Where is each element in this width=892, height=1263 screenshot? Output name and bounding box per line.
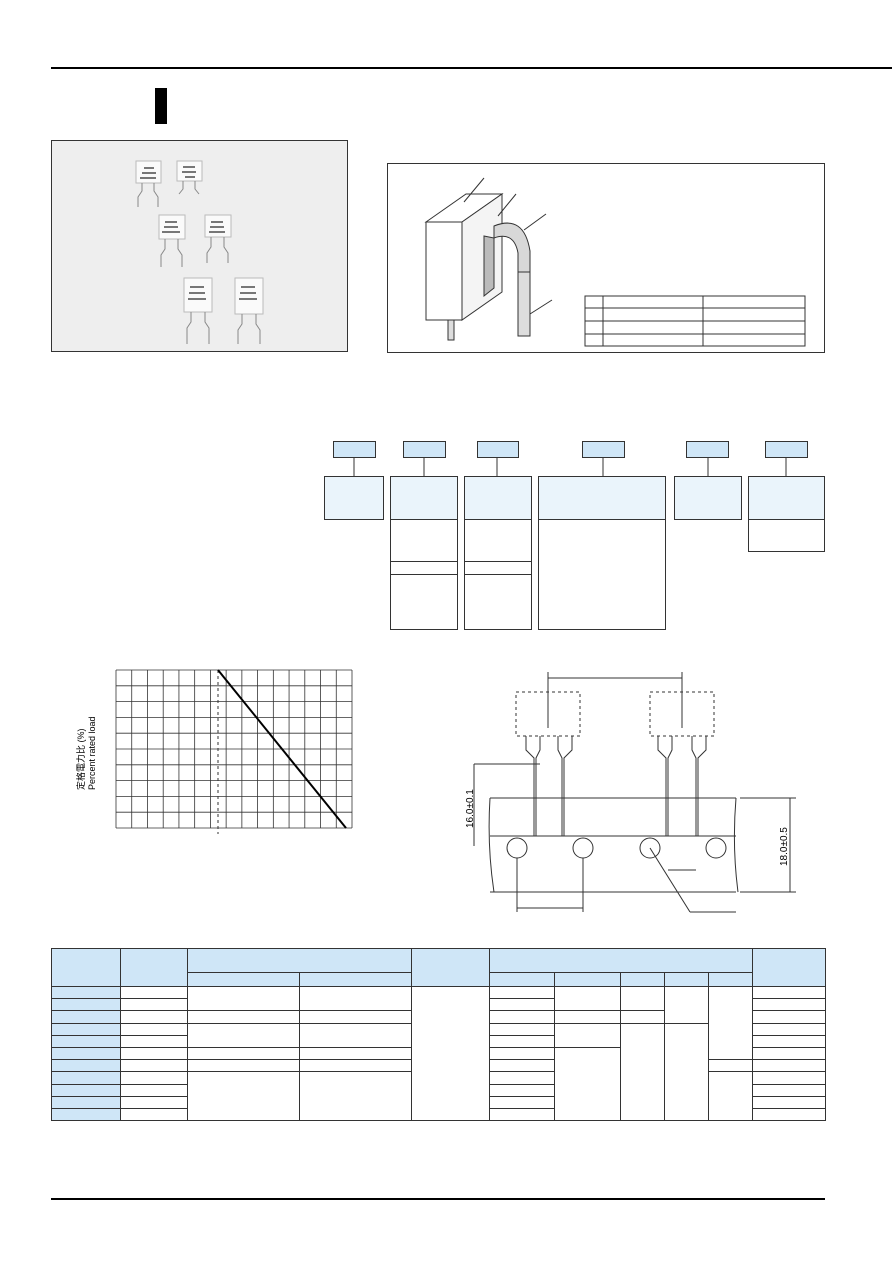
part-number-connectors [353,458,787,476]
code-box-4-body [538,519,666,630]
tape-height-dimension: 16.0±0.1 [465,789,476,828]
footer-rule [51,1198,825,1200]
code-tag-2 [403,441,446,458]
spec-header-6 [752,948,827,987]
taping-drawing [473,672,796,913]
spec-header-3 [187,948,412,973]
code-box-2-head [390,476,458,520]
spec-table [51,948,827,1122]
code-box-5 [674,476,742,520]
spec-header-5 [488,948,754,973]
derating-ylabel-cn: 定格電力比 (%) [76,728,86,791]
code-tag-4 [582,441,625,458]
code-box-6-body [748,519,825,552]
resistor-photo-illustration [135,160,264,344]
header-rule [51,67,892,69]
derating-grid [115,669,353,834]
title-marker [155,88,167,124]
code-box-6-head [748,476,825,520]
code-tag-5 [686,441,729,458]
code-box-3-head [464,476,532,520]
product-photo [51,140,348,352]
construction-diagram [387,163,825,353]
spec-header-1 [51,948,121,987]
construction-drawing [424,177,806,347]
derating-ylabel-en: Percent rated load [87,716,97,790]
spec-header-2 [120,948,188,987]
code-tag-3 [477,441,519,458]
code-box-1 [324,476,384,520]
spec-header-4 [411,948,490,987]
code-tag-6 [765,441,808,458]
tape-width-dimension: 18.0±0.5 [779,827,790,866]
derating-curve-line [217,669,347,829]
code-tag-1 [333,441,376,458]
code-box-4-head [538,476,666,520]
